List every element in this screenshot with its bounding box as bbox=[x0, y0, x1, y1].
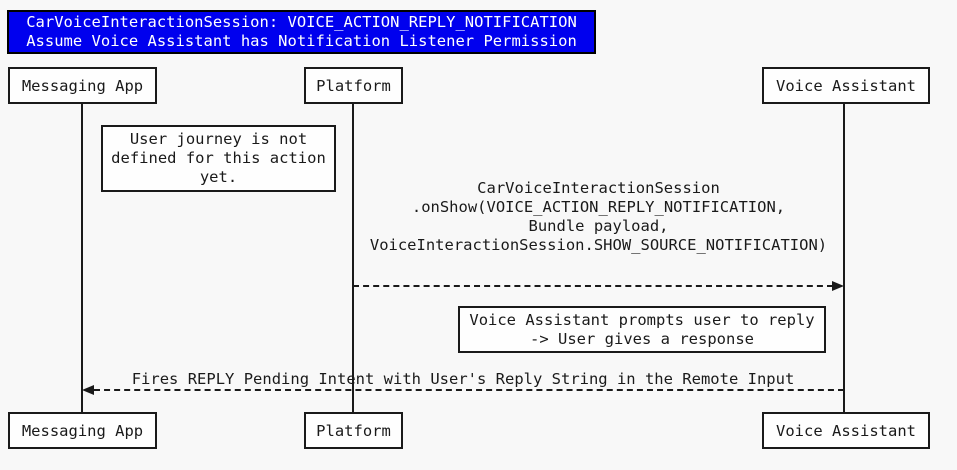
note-line: yet. bbox=[199, 168, 238, 186]
note-line: -> User gives a response bbox=[530, 329, 754, 348]
message-line: Fires REPLY Pending Intent with User's R… bbox=[131, 370, 795, 388]
actor-voice-assistant-top: Voice Assistant bbox=[762, 67, 930, 104]
note-user-journey: User journey is not defined for this act… bbox=[101, 125, 336, 192]
message-line: .onShow(VOICE_ACTION_REPLY_NOTIFICATION, bbox=[411, 198, 786, 216]
message-line: VoiceInteractionSession.SHOW_SOURCE_NOTI… bbox=[369, 236, 828, 254]
message-line: CarVoiceInteractionSession bbox=[477, 179, 720, 197]
diagram-title-line-1: CarVoiceInteractionSession: VOICE_ACTION… bbox=[26, 13, 577, 31]
actor-label: Platform bbox=[316, 421, 391, 440]
actor-label: Voice Assistant bbox=[776, 421, 916, 440]
actor-messaging-app-bottom: Messaging App bbox=[8, 412, 157, 449]
message-onshow-arrow-line bbox=[353, 285, 833, 287]
arrowhead-left-icon bbox=[82, 385, 94, 395]
note-line: Voice Assistant prompts user to reply bbox=[469, 310, 815, 329]
message-fires-reply-arrow-line bbox=[94, 389, 844, 391]
message-onshow-label: CarVoiceInteractionSession .onShow(VOICE… bbox=[353, 179, 844, 255]
note-line: defined for this action bbox=[111, 149, 326, 167]
lifeline-platform bbox=[352, 103, 354, 412]
note-line: User journey is not bbox=[129, 130, 308, 148]
actor-label: Platform bbox=[316, 76, 391, 95]
arrowhead-right-icon bbox=[832, 281, 844, 291]
actor-platform-bottom: Platform bbox=[304, 412, 403, 449]
note-voice-assistant-prompts: Voice Assistant prompts user to reply ->… bbox=[458, 306, 826, 353]
diagram-title-line-2: Assume Voice Assistant has Notification … bbox=[26, 32, 577, 50]
lifeline-voice-assistant bbox=[843, 103, 845, 412]
actor-platform-top: Platform bbox=[304, 67, 403, 104]
message-line: Bundle payload, bbox=[528, 217, 669, 235]
actor-voice-assistant-bottom: Voice Assistant bbox=[762, 412, 930, 449]
lifeline-messaging-app bbox=[81, 103, 83, 412]
actor-label: Voice Assistant bbox=[776, 76, 916, 95]
diagram-title-banner: CarVoiceInteractionSession: VOICE_ACTION… bbox=[7, 10, 596, 54]
actor-messaging-app-top: Messaging App bbox=[8, 67, 157, 104]
actor-label: Messaging App bbox=[21, 76, 144, 95]
message-fires-reply-label: Fires REPLY Pending Intent with User's R… bbox=[82, 370, 844, 389]
actor-label: Messaging App bbox=[21, 421, 144, 440]
